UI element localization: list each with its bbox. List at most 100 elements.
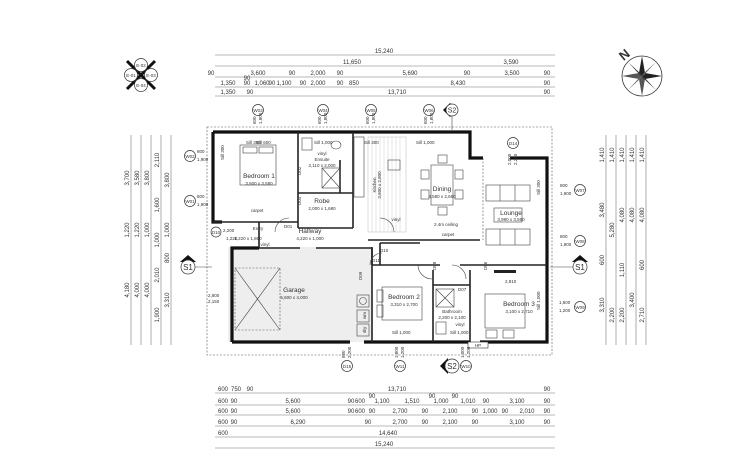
plan-text-label: 1,220 [135, 222, 141, 238]
plan-text-label: Sill 1,000 [314, 140, 333, 145]
plan-text-label: 750 [231, 387, 242, 393]
plan-text-label: 1,000 [482, 409, 498, 415]
building [206, 126, 553, 356]
room-hallway-name: Hallway [299, 228, 323, 235]
room-lounge-name: Lounge [500, 210, 522, 217]
section-marker-s2-top: S2 [448, 108, 457, 115]
plan-text-label: 600 [640, 259, 646, 270]
plan-text-label: vinyl [455, 322, 464, 327]
plan-text-label: 1,600 [559, 300, 571, 305]
plan-text-label: D01 [284, 224, 293, 229]
door-tag-d15: D15 [343, 364, 352, 369]
plan-text-label: 1,100 [276, 81, 292, 87]
plan-text-label: 5,280 [610, 222, 616, 238]
plan-text-label: 2,710 [640, 307, 646, 323]
plan-text-label: 2,000 [507, 153, 512, 165]
door-tag-d10: D10 [212, 230, 221, 235]
plan-text-label: 90 [231, 399, 238, 405]
plan-text-label: 1,200 [466, 346, 471, 358]
plan-text-label: D08 [432, 261, 437, 270]
plan-text-label: 2,010 [519, 409, 535, 415]
plan-text-label: 600 [355, 409, 366, 415]
plan-text-label: Sill 1,000 [416, 140, 435, 145]
plan-text-label: 2,700 [392, 420, 408, 426]
window-tags-sides: W02 800 1,900 W01 800 1,900 W07 800 1,90… [184, 149, 586, 372]
room-bedroom-3-size: 3,100 x 2,710 [505, 309, 533, 314]
plan-text-label: 2,010 [155, 267, 161, 283]
plan-text-label: D10 [380, 248, 389, 253]
plan-text-label: 90 [422, 409, 429, 415]
plan-text-label: Sill 1,000 [450, 330, 469, 335]
plan-text-label: 600 [600, 254, 606, 265]
plan-text-label: 4,080 [630, 207, 636, 223]
plan-text-label: W04 [318, 108, 328, 113]
plan-text-label: D07 [458, 287, 467, 292]
plan-text-label: 600 [252, 116, 257, 124]
plan-text-label: 15,240 [375, 442, 394, 448]
plan-text-label: 3,800 [145, 170, 151, 186]
plan-text-label: 1,010 [460, 399, 476, 405]
plan-text-label: Sill 1,000 [392, 330, 411, 335]
room-robe-size: 2,000 x 1,680 [308, 206, 336, 211]
plan-text-label: 90 [544, 420, 551, 426]
plan-text-label: W06 [424, 108, 434, 113]
plan-text-label: 90 [337, 71, 344, 77]
plan-text-label: D11 [372, 258, 380, 263]
plan-text-label: 90 [348, 399, 355, 405]
plan-text-label: 3,580 [135, 170, 141, 186]
plan-text-label: 1,200 [559, 308, 571, 313]
plan-text-label: 1,000 [145, 222, 151, 238]
plan-text-label: 90 [472, 420, 479, 426]
plan-text-label: 800 [560, 234, 568, 239]
plan-text-label: 90 [369, 394, 376, 400]
room-ensuite-name: Ensuite [314, 157, 330, 162]
plan-text-label: 5,600 [285, 409, 301, 415]
sofa-icon [485, 184, 531, 246]
plan-text-label: carpet [251, 208, 264, 213]
room-lounge-size: 3,990 x 3,590 [497, 217, 525, 222]
plan-text-label: 4,080 [620, 207, 626, 223]
plan-text-label: 90 [429, 394, 436, 400]
section-marker-s1-left: S1 [183, 263, 193, 272]
plan-text-label: 1,900 [197, 157, 209, 162]
plan-text-label: 3,500 [504, 71, 520, 77]
plan-text-label: 11,650 [343, 60, 362, 66]
plan-text-label: 2,000 [310, 71, 326, 77]
room-bedroom-1-name: Bedroom 1 [243, 173, 275, 180]
plan-text-label: 3,310 [600, 297, 606, 313]
plan-text-label: 800 [197, 149, 205, 154]
plan-text-label: 1,800 [394, 346, 399, 358]
plan-text-label: 3,100 [509, 399, 525, 405]
plan-text-label: 1,800 [258, 112, 263, 124]
plan-text-label: 3,600 [250, 71, 266, 77]
elevation-e04: E-04 [136, 83, 146, 88]
plan-text-label: Sill 300 [536, 180, 541, 195]
room-bedroom-1-size: 3,600 x 3,580 [245, 181, 273, 186]
plan-text-label: 2,200 [223, 228, 235, 233]
window-tags-top: W03 600 1,800 W04 600 1,800 W05 600 1,80… [252, 103, 459, 130]
plan-text-label: 2,100 [442, 409, 458, 415]
plan-text-label: 3,400 [630, 292, 636, 308]
plan-text-label: 5,690 [402, 71, 418, 77]
plan-text-label: 600 [218, 431, 229, 437]
plan-text-label: 3,700 [125, 170, 131, 186]
plan-text-label: 1,000 [155, 232, 161, 248]
plan-text-label: 90 [244, 81, 251, 87]
plan-text-label: 880 [341, 350, 346, 358]
plan-text-label: D03 [297, 196, 302, 205]
plan-text-label: W07 [575, 188, 585, 193]
plan-text-label: vinyl [260, 242, 269, 247]
plan-text-label: 90 [247, 90, 254, 96]
sill-labels: Sill 300 Sill 600 Sill 1,000 Sill 1,000 … [220, 140, 541, 335]
plan-text-label: 1,900 [560, 191, 572, 196]
kitchen-floor-hatch [353, 136, 407, 233]
room-bathroom-size: 2,200 x 2,100 [438, 315, 466, 320]
plan-text-label: Sill 600 [256, 140, 271, 145]
plan-text-label: 2,700 [392, 409, 408, 415]
room-garage-name: Garage [283, 287, 305, 294]
room-bathroom-name: Bathroom [442, 309, 462, 314]
plan-text-label: 2,800 [208, 293, 220, 298]
plan-text-label: 13,710 [388, 90, 407, 96]
plan-text-label: W08 [575, 239, 585, 244]
room-robe-name: Robe [314, 198, 330, 205]
